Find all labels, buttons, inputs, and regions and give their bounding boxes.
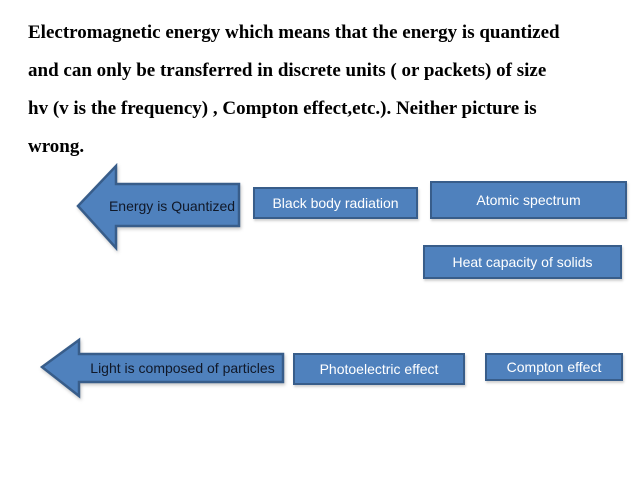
paragraph-line: wrong. bbox=[28, 136, 85, 157]
left-arrow-icon bbox=[39, 337, 285, 399]
box-atomic-spectrum: Atomic spectrum bbox=[430, 181, 627, 219]
paragraph-line: Electromagnetic energy which means that … bbox=[28, 22, 560, 43]
energy-quantized-arrow-label: Energy is Quantized bbox=[108, 198, 236, 214]
box-photoelectric-effect: Photoelectric effect bbox=[293, 353, 465, 385]
left-arrow-shape bbox=[76, 162, 241, 252]
paragraph-line: and can only be transferred in discrete … bbox=[28, 60, 547, 81]
left-arrow-icon bbox=[76, 162, 241, 252]
box-heat-capacity-of-solids: Heat capacity of solids bbox=[423, 245, 622, 279]
box-black-body-radiation: Black body radiation bbox=[253, 187, 418, 219]
left-arrow-shape bbox=[39, 337, 285, 399]
box-compton-effect: Compton effect bbox=[485, 353, 623, 381]
paragraph: Electromagnetic energy which means that … bbox=[28, 14, 628, 166]
light-particles-arrow-label: Light is composed of particles bbox=[90, 360, 275, 376]
paragraph-line: hv (v is the frequency) , Compton effect… bbox=[28, 98, 537, 119]
